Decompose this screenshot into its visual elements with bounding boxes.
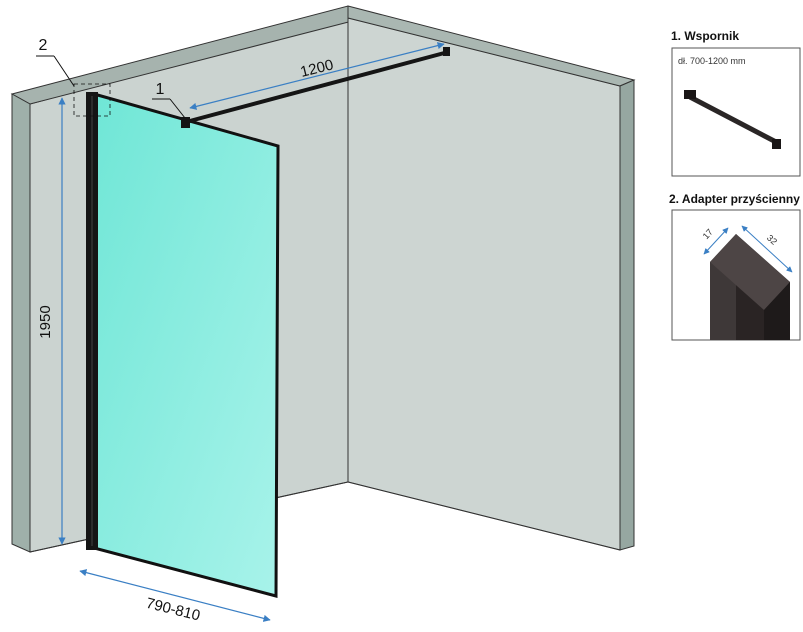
detail-panel-bracket: 1. Wspornik dł. 700-1200 mm: [671, 29, 801, 177]
bracket-thumbnail-bar: [688, 94, 780, 146]
callout-adapter: 2: [36, 37, 111, 117]
dimension-line-top: [189, 42, 445, 110]
bracket-wall-mount: [443, 47, 450, 56]
dimension-line-bottom: [79, 569, 271, 622]
glass-pane: [92, 92, 280, 598]
adapter-profile-right-face: [764, 282, 790, 340]
callout-adapter-leader-diag: [53, 55, 75, 87]
adapter-dim-depth-line: [703, 227, 729, 255]
adapter-dim-width-label: 32: [765, 233, 779, 247]
callout-adapter-box: [73, 83, 111, 117]
callout-bracket: 1: [152, 81, 186, 119]
detail-panel-adapter-title: 2. Adapter przyścienny: [669, 192, 800, 206]
callout-adapter-number: 2: [39, 37, 48, 54]
glass-panel: [86, 92, 280, 598]
dimension-height: 1950: [37, 97, 66, 545]
detail-panel-adapter: 2. Adapter przyścienny 17 32: [669, 192, 801, 341]
left-wall-edge: [11, 93, 31, 553]
right-wall-edge: [619, 79, 635, 551]
bracket-thumbnail-end-left: [684, 90, 696, 99]
bracket-clamp: [181, 117, 190, 128]
detail-panel-bracket-subtitle: dł. 700-1200 mm: [678, 56, 746, 66]
detail-panel-bracket-title: 1. Wspornik: [671, 29, 739, 43]
callout-bracket-number: 1: [156, 81, 165, 98]
dimension-label-height: 1950: [37, 305, 54, 338]
adapter-dim-depth-label: 17: [701, 227, 715, 241]
detail-panel-bracket-frame: [671, 47, 801, 177]
dimension-label-bottom: 790-810: [144, 595, 202, 625]
floor-right-line: [347, 481, 621, 551]
right-wall: [347, 17, 621, 551]
callout-bracket-leader-diag: [169, 98, 186, 119]
bracket-thumbnail-end-right: [772, 139, 781, 149]
adapter-dim-width-line: [741, 225, 793, 273]
